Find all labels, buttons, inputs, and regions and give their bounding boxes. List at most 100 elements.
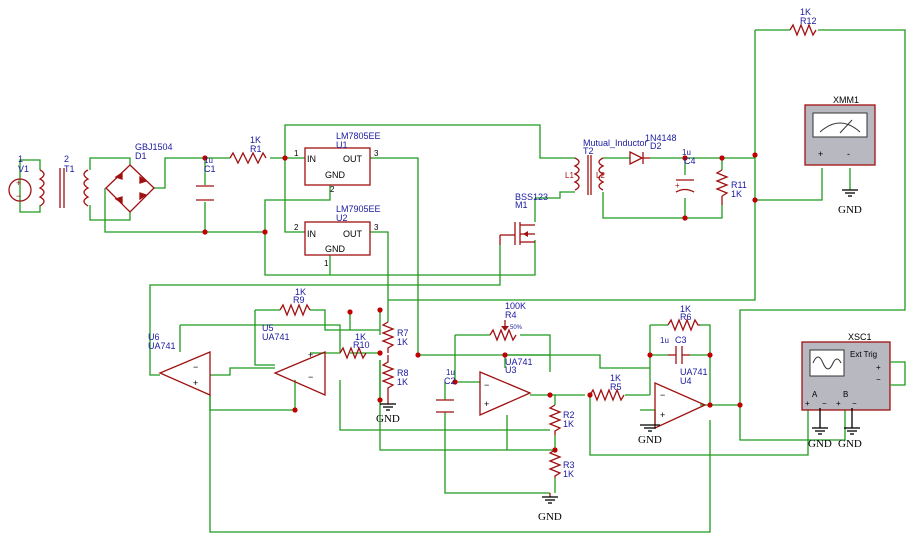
svg-text:−: − (484, 380, 489, 390)
svg-text:−: − (193, 362, 198, 372)
v1-num: 1 (18, 154, 23, 164)
svg-text:−: − (876, 375, 881, 384)
xmm1-plus: + (818, 149, 823, 159)
u3-opamp[interactable]: − + UA741 U3 (479, 357, 533, 416)
c4-value: 1u (682, 148, 691, 157)
gnd-xsc1-b: GND (838, 408, 862, 450)
c1-capacitor[interactable]: 1u C1 (196, 156, 216, 201)
xmm1-minus: - (847, 149, 850, 159)
gnd-label-r3: GND (538, 511, 562, 523)
r9-value: 1K (295, 287, 306, 297)
u2-gnd: GND (325, 244, 346, 254)
gnd-r3: GND (538, 493, 562, 523)
u2-out: OUT (343, 229, 363, 239)
d2-diode[interactable]: 1N4148 D2 (629, 133, 677, 166)
r11-resistor[interactable]: R11 1K (715, 169, 747, 205)
r3-ref: R3 (563, 460, 575, 470)
d2-part: 1N4148 (645, 133, 677, 143)
v1-source[interactable]: + − 1 V1 (8, 154, 32, 202)
u2-p1: 1 (324, 259, 329, 268)
r12-resistor[interactable]: 1K R12 (789, 7, 817, 37)
r4-potentiometer[interactable]: 50% 100K R4 (489, 301, 526, 342)
u4-ref: U4 (680, 376, 692, 386)
r4-ref: R4 (505, 310, 517, 320)
svg-text:−: − (852, 399, 857, 408)
r8-resistor[interactable]: R8 1K (381, 355, 409, 400)
t1-transformer[interactable]: 2 T1 (38, 154, 90, 208)
r7-resistor[interactable]: R7 1K (381, 321, 409, 353)
c4-capacitor[interactable]: + 1u C4 (675, 148, 696, 193)
t1-num: 2 (64, 154, 69, 164)
t2-mutual-inductor[interactable]: L1 L2 Mutual_Inductor T2 (565, 138, 648, 195)
xmm1-multimeter[interactable]: + - XMM1 (804, 95, 876, 166)
c2-value: 1u (446, 368, 455, 377)
u2-regulator[interactable]: IN OUT GND 2 3 1 LM7905EE U2 (294, 204, 381, 268)
svg-text:+: + (193, 378, 198, 388)
u6-opamp[interactable]: − + U6 UA741 (148, 332, 211, 396)
u5-opamp[interactable]: + − U5 UA741 (262, 323, 326, 396)
u2-part: LM7905EE (336, 204, 381, 214)
gnd-label-xsc1-a: GND (808, 438, 832, 450)
u1-p1: 1 (294, 149, 299, 158)
svg-text:+: + (308, 350, 313, 360)
u2-in: IN (307, 229, 316, 239)
u1-p2: 2 (330, 185, 335, 194)
c2-ref: C2 (444, 376, 456, 386)
u2-p3: 3 (374, 223, 379, 232)
svg-text:+: + (675, 181, 680, 190)
t2-part: Mutual_Inductor (583, 138, 648, 148)
xsc1-trigger-lead (890, 361, 906, 386)
m1-mosfet[interactable]: BSS123 M1 (499, 192, 548, 245)
u1-regulator[interactable]: IN OUT GND 1 3 2 LM7805EE U1 (294, 131, 381, 194)
r12-value: 1K (800, 7, 811, 17)
svg-text:+: + (484, 399, 489, 409)
r6-ref: R6 (680, 312, 692, 322)
r9-resistor[interactable]: 1K R9 (279, 287, 311, 317)
d2-ref: D2 (650, 141, 662, 151)
wires (19, 29, 906, 533)
c2-capacitor[interactable]: 1u C2 (436, 368, 456, 413)
c3-capacitor[interactable]: 1u C3 (660, 335, 690, 364)
r7-ref: R7 (397, 328, 409, 338)
gnd-label-r8: GND (376, 413, 400, 425)
c3-ref: C3 (675, 335, 687, 345)
svg-text:−: − (308, 372, 313, 382)
xsc1-b: B (843, 390, 848, 399)
u1-ref: U1 (336, 140, 348, 150)
r1-ref: R1 (250, 144, 262, 154)
svg-text:+: + (805, 399, 810, 408)
xmm1-ref: XMM1 (833, 95, 859, 105)
svg-text:−: − (822, 399, 827, 408)
r10-resistor[interactable]: 1K R10 (339, 332, 370, 360)
gnd-label-xmm1: GND (838, 204, 862, 216)
d1-ref: D1 (135, 151, 147, 161)
r6-value: 1K (680, 304, 691, 314)
svg-text:+: + (836, 399, 841, 408)
d1-bridge[interactable]: GBJ1504 D1 (105, 142, 173, 213)
r4-value: 100K (505, 301, 526, 311)
r5-resistor[interactable]: 1K R5 (589, 373, 625, 402)
u3-ref: U3 (505, 365, 517, 375)
svg-text:+: + (876, 363, 881, 372)
r7-value: 1K (397, 337, 408, 347)
r2-value: 1K (563, 419, 574, 429)
gnd-r8: GND (376, 400, 400, 425)
r8-ref: R8 (397, 368, 409, 378)
r8-value: 1K (397, 377, 408, 387)
r6-resistor[interactable]: 1K R6 (667, 304, 700, 332)
xsc1-ref: XSC1 (848, 332, 872, 342)
xsc1-oscilloscope[interactable]: Ext Trig + − A B + − + − XSC1 (801, 332, 891, 411)
gnd-u4: GND (638, 424, 662, 446)
t2-l1: L1 (565, 171, 574, 180)
u4-opamp[interactable]: − + UA741 U4 (654, 367, 708, 430)
r1-resistor[interactable]: 1K R1 (229, 135, 267, 165)
u1-p3: 3 (374, 149, 379, 158)
r3-resistor[interactable]: R3 1K (548, 449, 575, 479)
u1-gnd: GND (325, 170, 346, 180)
r2-resistor[interactable]: R2 1K (548, 404, 575, 435)
gnd-xsc1-a: GND (808, 408, 832, 450)
r5-ref: R5 (610, 382, 622, 392)
u5-ref: U5 (262, 323, 274, 333)
r4-pct: 50% (510, 325, 523, 331)
